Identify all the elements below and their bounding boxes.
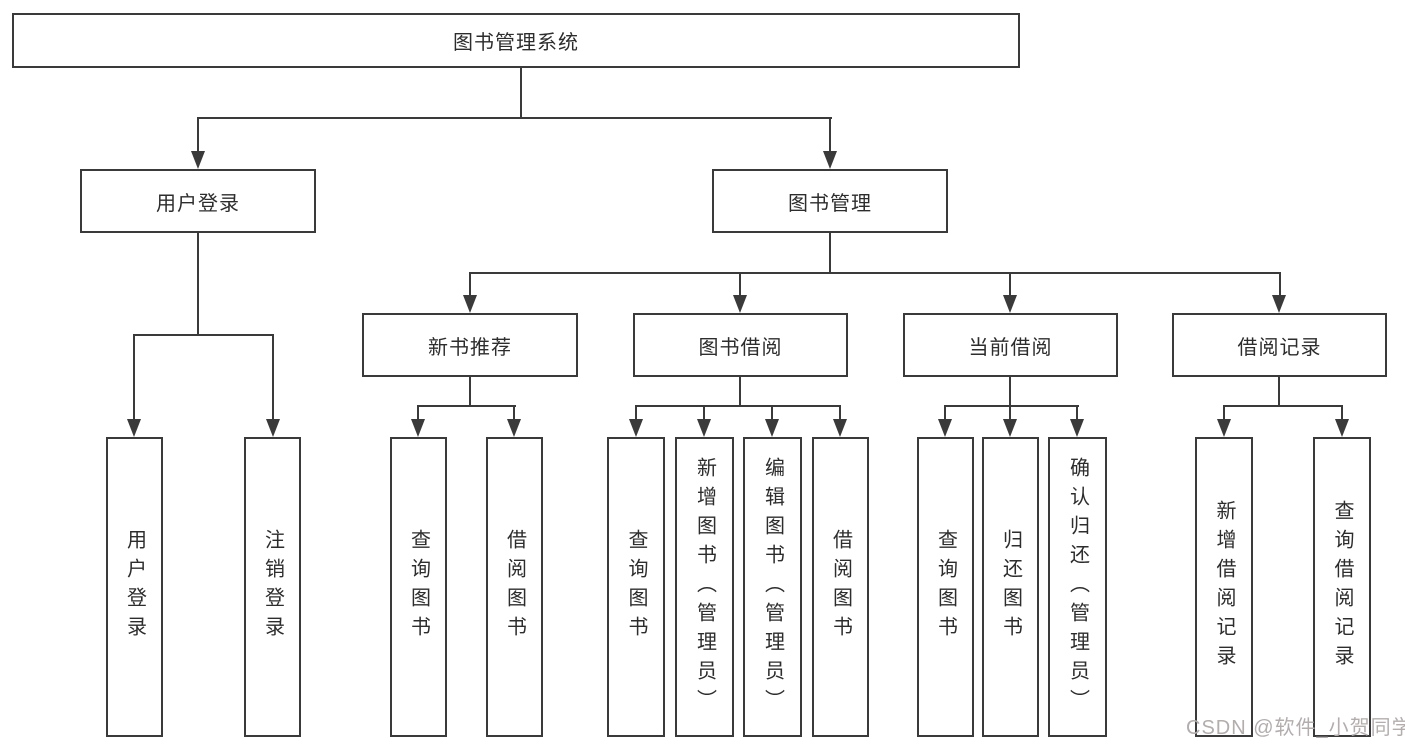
connector-line: [771, 405, 773, 421]
arrow-down-icon: [463, 295, 477, 313]
arrow-down-icon: [833, 419, 847, 437]
connector-line: [829, 117, 831, 153]
connector-line: [1223, 405, 1343, 407]
connector-line: [839, 405, 841, 421]
leaf-label: 确认归还（管理员）: [1066, 456, 1089, 718]
connector-line: [829, 233, 831, 274]
connector-line: [133, 334, 274, 336]
leaf-add-borrow-record: 新增借阅记录: [1195, 437, 1253, 737]
connector-line: [197, 117, 832, 119]
leaf-label: 借阅图书: [503, 529, 526, 645]
connector-line: [1278, 377, 1280, 407]
leaf-label: 新增图书（管理员）: [693, 456, 716, 718]
arrow-down-icon: [266, 419, 280, 437]
connector-line: [739, 272, 741, 297]
arrow-down-icon: [1272, 295, 1286, 313]
arrow-down-icon: [697, 419, 711, 437]
leaf-label: 查询图书: [407, 529, 430, 645]
leaf-label: 注销登录: [261, 529, 284, 645]
leaf-label: 新增借阅记录: [1213, 500, 1235, 674]
connector-line: [513, 405, 515, 421]
leaf-label: 借阅图书: [829, 529, 852, 645]
arrow-down-icon: [1003, 419, 1017, 437]
connector-line: [1009, 377, 1011, 407]
connector-line: [1009, 405, 1011, 421]
connector-line: [635, 405, 637, 421]
connector-line: [469, 377, 471, 407]
node-library-management-system: 图书管理系统: [12, 13, 1020, 68]
leaf-label: 编辑图书（管理员）: [761, 456, 784, 718]
arrow-down-icon: [507, 419, 521, 437]
arrow-down-icon: [411, 419, 425, 437]
arrow-down-icon: [191, 151, 205, 169]
connector-line: [197, 117, 199, 153]
leaf-borrow-books: 借阅图书: [486, 437, 543, 737]
connector-line: [1076, 405, 1078, 421]
connector-line: [1341, 405, 1343, 421]
leaf-label: 查询图书: [625, 529, 647, 645]
leaf-label: 归还图书: [999, 529, 1022, 645]
arrow-down-icon: [127, 419, 141, 437]
node-user-login: 用户登录: [80, 169, 316, 233]
arrow-down-icon: [733, 295, 747, 313]
connector-line: [635, 405, 841, 407]
leaf-logout: 注销登录: [244, 437, 301, 737]
connector-line: [739, 377, 741, 407]
connector-line: [469, 272, 1281, 274]
connector-line: [1279, 272, 1281, 297]
leaf-edit-book-admin: 编辑图书（管理员）: [743, 437, 802, 737]
node-new-book-recommend: 新书推荐: [362, 313, 578, 377]
connector-line: [133, 334, 135, 421]
leaf-label: 用户登录: [123, 529, 146, 645]
connector-line: [520, 68, 522, 119]
node-borrow-records: 借阅记录: [1172, 313, 1387, 377]
leaf-return-books: 归还图书: [982, 437, 1039, 737]
arrow-down-icon: [629, 419, 643, 437]
arrow-down-icon: [1217, 419, 1231, 437]
connector-line: [944, 405, 1079, 407]
connector-line: [197, 233, 199, 336]
leaf-label: 查询借阅记录: [1331, 500, 1353, 674]
node-current-borrow: 当前借阅: [903, 313, 1118, 377]
leaf-confirm-return-admin: 确认归还（管理员）: [1048, 437, 1107, 737]
arrow-down-icon: [1335, 419, 1349, 437]
arrow-down-icon: [1070, 419, 1084, 437]
node-book-management: 图书管理: [712, 169, 948, 233]
arrow-down-icon: [1003, 295, 1017, 313]
leaf-add-book-admin: 新增图书（管理员）: [675, 437, 734, 737]
node-book-borrow: 图书借阅: [633, 313, 848, 377]
connector-line: [417, 405, 516, 407]
connector-line: [469, 272, 471, 297]
leaf-label: 查询图书: [934, 529, 957, 645]
leaf-query-books: 查询图书: [917, 437, 974, 737]
arrow-down-icon: [765, 419, 779, 437]
leaf-borrow-books: 借阅图书: [812, 437, 869, 737]
connector-line: [1223, 405, 1225, 421]
leaf-query-books: 查询图书: [607, 437, 665, 737]
leaf-query-books: 查询图书: [390, 437, 447, 737]
csdn-watermark: CSDN @软件_小贺同学: [1186, 717, 1405, 739]
connector-line: [944, 405, 946, 421]
connector-line: [703, 405, 705, 421]
leaf-user-login: 用户登录: [106, 437, 163, 737]
arrow-down-icon: [938, 419, 952, 437]
connector-line: [272, 334, 274, 421]
arrow-down-icon: [823, 151, 837, 169]
connector-line: [417, 405, 419, 421]
connector-line: [1009, 272, 1011, 297]
leaf-query-borrow-record: 查询借阅记录: [1313, 437, 1371, 737]
